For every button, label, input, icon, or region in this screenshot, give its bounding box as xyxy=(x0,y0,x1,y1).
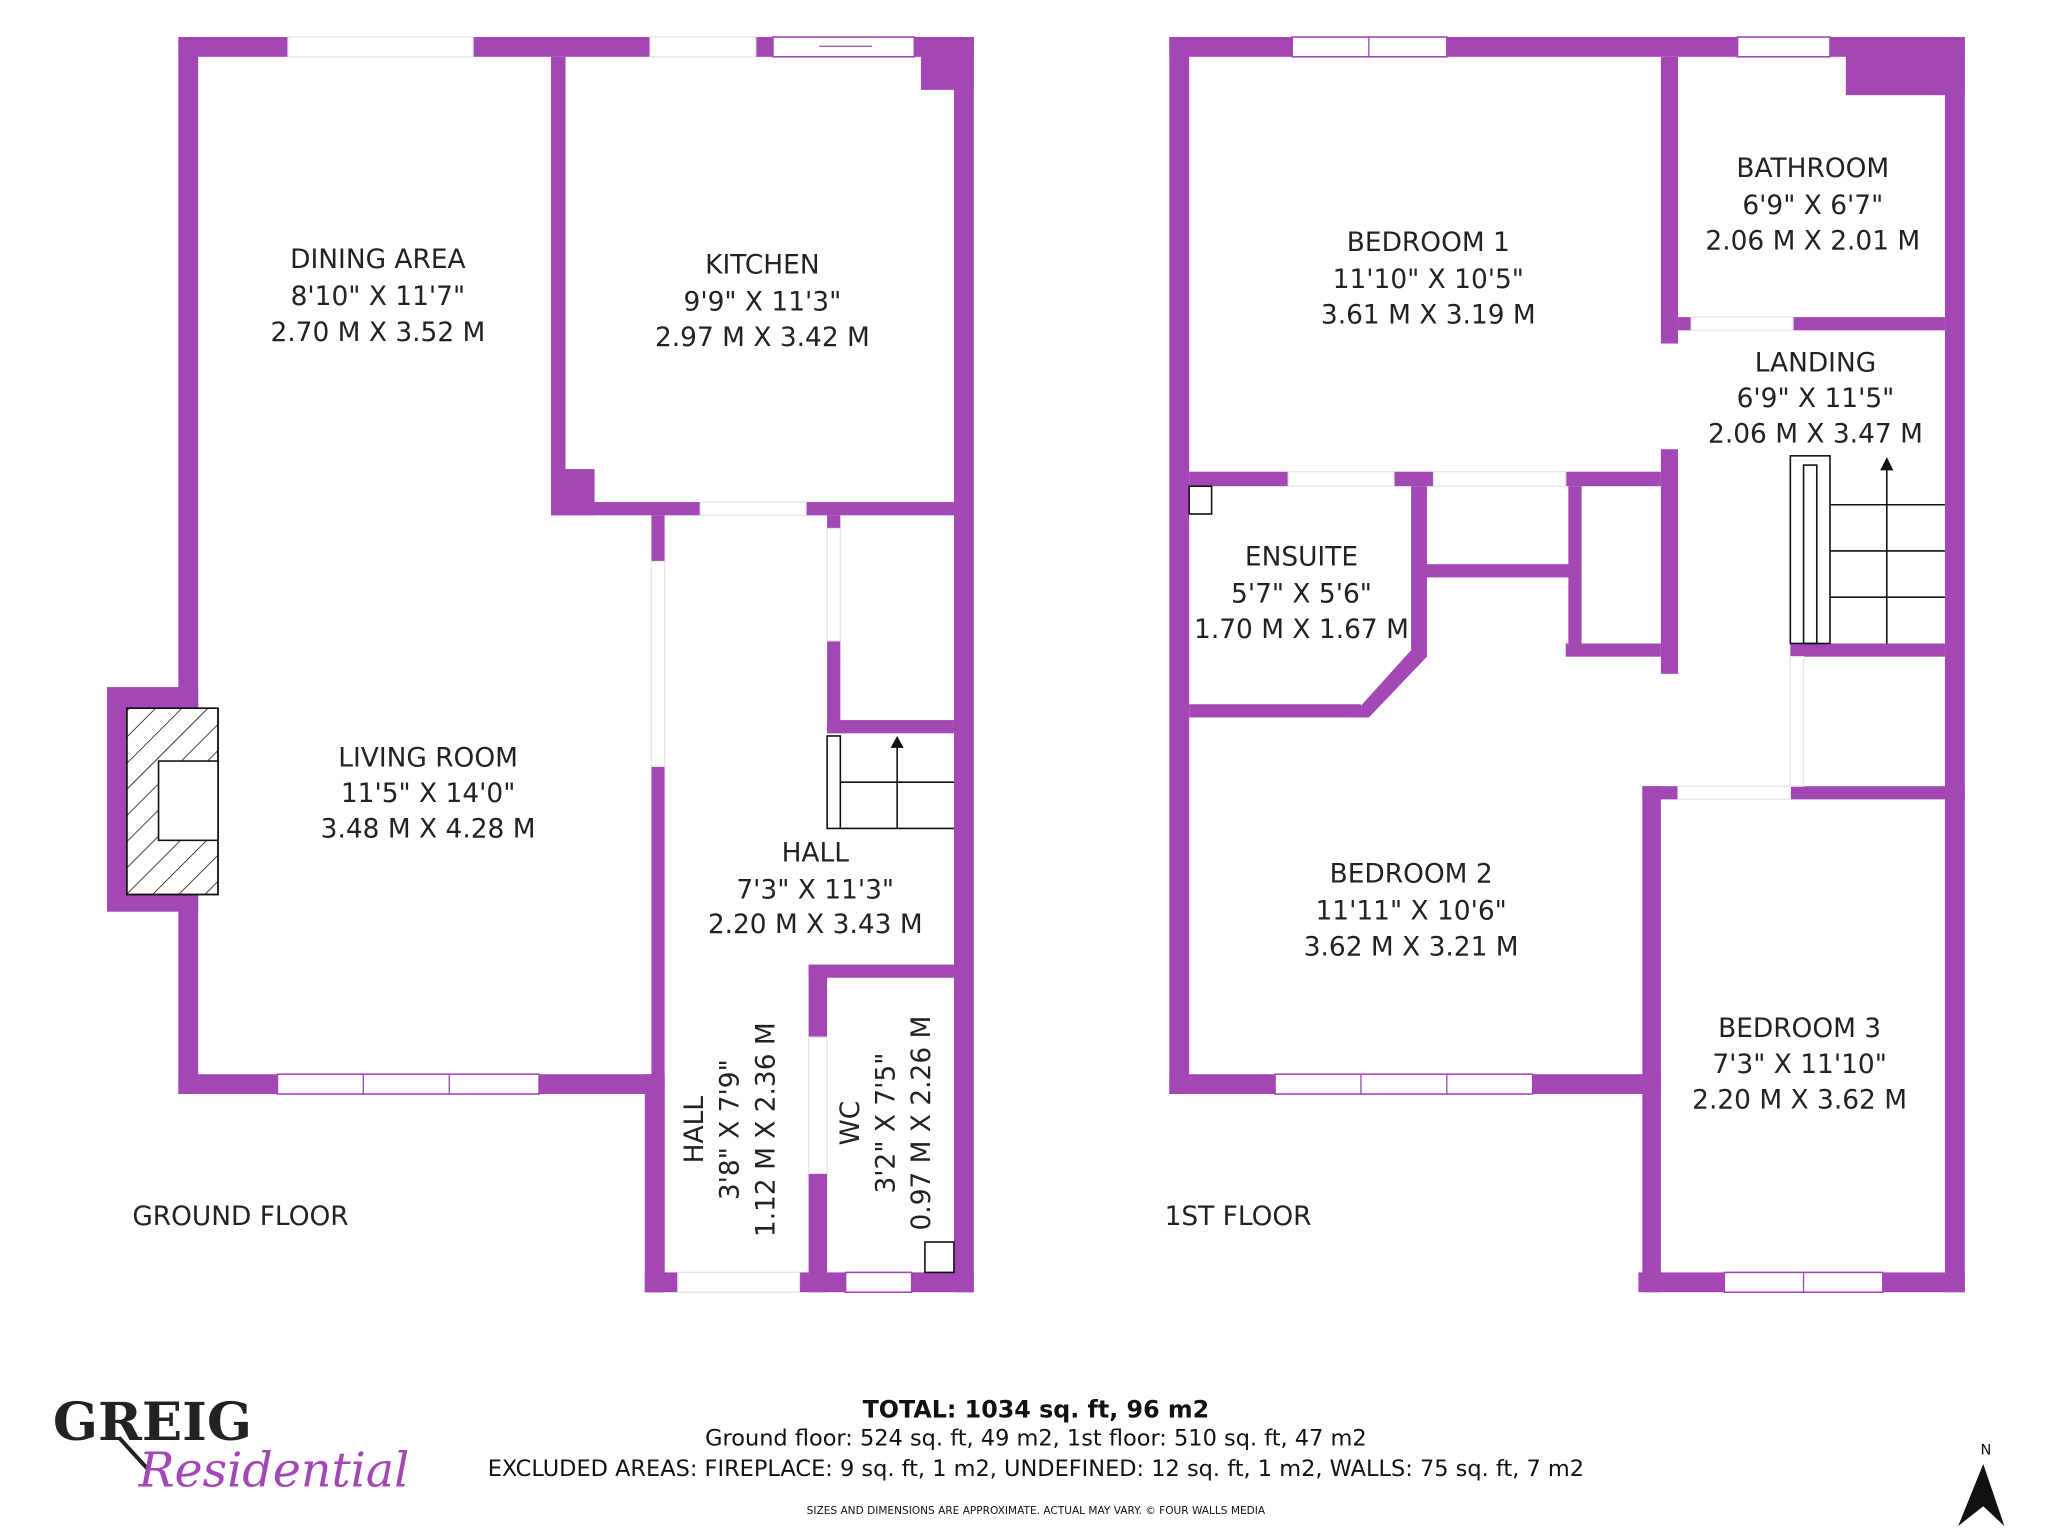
room-metric: 3.61 M X 3.19 M xyxy=(1321,300,1536,331)
room-name: ENSUITE xyxy=(1245,542,1358,573)
room-living-room: LIVING ROOM 11'5" X 14'0" 3.48 M X 4.28 … xyxy=(321,742,536,844)
room-metric: 0.97 M X 2.26 M xyxy=(906,1016,937,1231)
north-compass-icon: N xyxy=(1958,1443,2005,1527)
room-imperial: 6'9" X 6'7" xyxy=(1742,190,1883,221)
room-name: BEDROOM 2 xyxy=(1330,859,1493,890)
first-floor-openings xyxy=(1274,36,1884,1294)
room-metric: 2.06 M X 3.47 M xyxy=(1708,419,1923,450)
first-floor-stairs xyxy=(1188,455,1945,645)
room-bedroom-1: BEDROOM 1 11'10" X 10'5" 3.61 M X 3.19 M xyxy=(1321,227,1536,331)
ground-floor-openings xyxy=(276,36,916,1294)
room-imperial: 9'9" X 11'3" xyxy=(684,287,842,318)
logo-line2: Residential xyxy=(138,1443,410,1498)
room-imperial: 11'11" X 10'6" xyxy=(1315,896,1506,927)
room-metric: 2.06 M X 2.01 M xyxy=(1705,226,1920,257)
room-name: LIVING ROOM xyxy=(338,742,518,773)
room-dining-area: DINING AREA 8'10" X 11'7" 2.70 M X 3.52 … xyxy=(270,244,485,348)
room-imperial: 5'7" X 5'6" xyxy=(1231,579,1372,610)
room-bathroom: BATHROOM 6'9" X 6'7" 2.06 M X 2.01 M xyxy=(1705,153,1920,257)
room-metric: 1.12 M X 2.36 M xyxy=(750,1022,781,1237)
room-wc: WC 3'2" X 7'5" 0.97 M X 2.26 M xyxy=(835,1016,937,1231)
room-kitchen: KITCHEN 9'9" X 11'3" 2.97 M X 3.42 M xyxy=(655,250,870,354)
room-ensuite: ENSUITE 5'7" X 5'6" 1.70 M X 1.67 M xyxy=(1194,542,1409,646)
room-metric: 1.70 M X 1.67 M xyxy=(1194,614,1409,645)
fireplace xyxy=(126,707,219,896)
room-name: BATHROOM xyxy=(1736,153,1889,184)
room-metric: 3.48 M X 4.28 M xyxy=(321,814,536,845)
room-bedroom-2: BEDROOM 2 11'11" X 10'6" 3.62 M X 3.21 M xyxy=(1304,859,1519,963)
room-name: BEDROOM 3 xyxy=(1718,1013,1881,1044)
room-imperial: 11'5" X 14'0" xyxy=(341,778,516,809)
room-metric: 2.20 M X 3.43 M xyxy=(708,909,923,940)
ground-floor-label: GROUND FLOOR xyxy=(132,1201,348,1232)
room-name: DINING AREA xyxy=(290,244,465,275)
first-floor-label: 1ST FLOOR xyxy=(1165,1201,1312,1232)
room-name: WC xyxy=(835,1101,866,1146)
ground-stairs xyxy=(826,735,955,1274)
greig-residential-logo: GREIG Residential xyxy=(53,1391,409,1498)
room-landing: LANDING 6'9" X 11'5" 2.06 M X 3.47 M xyxy=(1708,347,1923,449)
room-imperial: 3'8" X 7'9" xyxy=(715,1059,746,1200)
room-bedroom-3: BEDROOM 3 7'3" X 11'10" 2.20 M X 3.62 M xyxy=(1692,1013,1907,1115)
room-hall-lower: HALL 3'8" X 7'9" 1.12 M X 2.36 M xyxy=(679,1022,781,1237)
total-area: TOTAL: 1034 sq. ft, 96 m2 xyxy=(863,1396,1210,1424)
room-metric: 2.20 M X 3.62 M xyxy=(1692,1085,1907,1116)
room-name: HALL xyxy=(782,837,850,868)
room-name: BEDROOM 1 xyxy=(1347,227,1510,258)
logo-line1: GREIG xyxy=(53,1391,252,1453)
room-imperial: 6'9" X 11'5" xyxy=(1737,383,1895,414)
room-imperial: 7'3" X 11'10" xyxy=(1712,1049,1887,1080)
room-hall: HALL 7'3" X 11'3" 2.20 M X 3.43 M xyxy=(708,837,923,939)
compass-label: N xyxy=(1980,1443,1991,1459)
room-metric: 2.70 M X 3.52 M xyxy=(270,317,485,348)
room-name: HALL xyxy=(679,1096,710,1164)
room-name: LANDING xyxy=(1755,347,1876,378)
room-imperial: 3'2" X 7'5" xyxy=(871,1053,902,1194)
room-metric: 2.97 M X 3.42 M xyxy=(655,322,870,353)
disclaimer: SIZES AND DIMENSIONS ARE APPROXIMATE. AC… xyxy=(807,1505,1266,1517)
room-imperial: 11'10" X 10'5" xyxy=(1333,264,1524,295)
room-imperial: 8'10" X 11'7" xyxy=(291,281,466,312)
room-metric: 3.62 M X 3.21 M xyxy=(1304,931,1519,962)
room-name: KITCHEN xyxy=(705,250,819,281)
excluded-areas: EXCLUDED AREAS: FIREPLACE: 9 sq. ft, 1 m… xyxy=(488,1456,1584,1482)
room-imperial: 7'3" X 11'3" xyxy=(736,874,894,905)
floor-areas: Ground floor: 524 sq. ft, 49 m2, 1st flo… xyxy=(705,1425,1367,1451)
